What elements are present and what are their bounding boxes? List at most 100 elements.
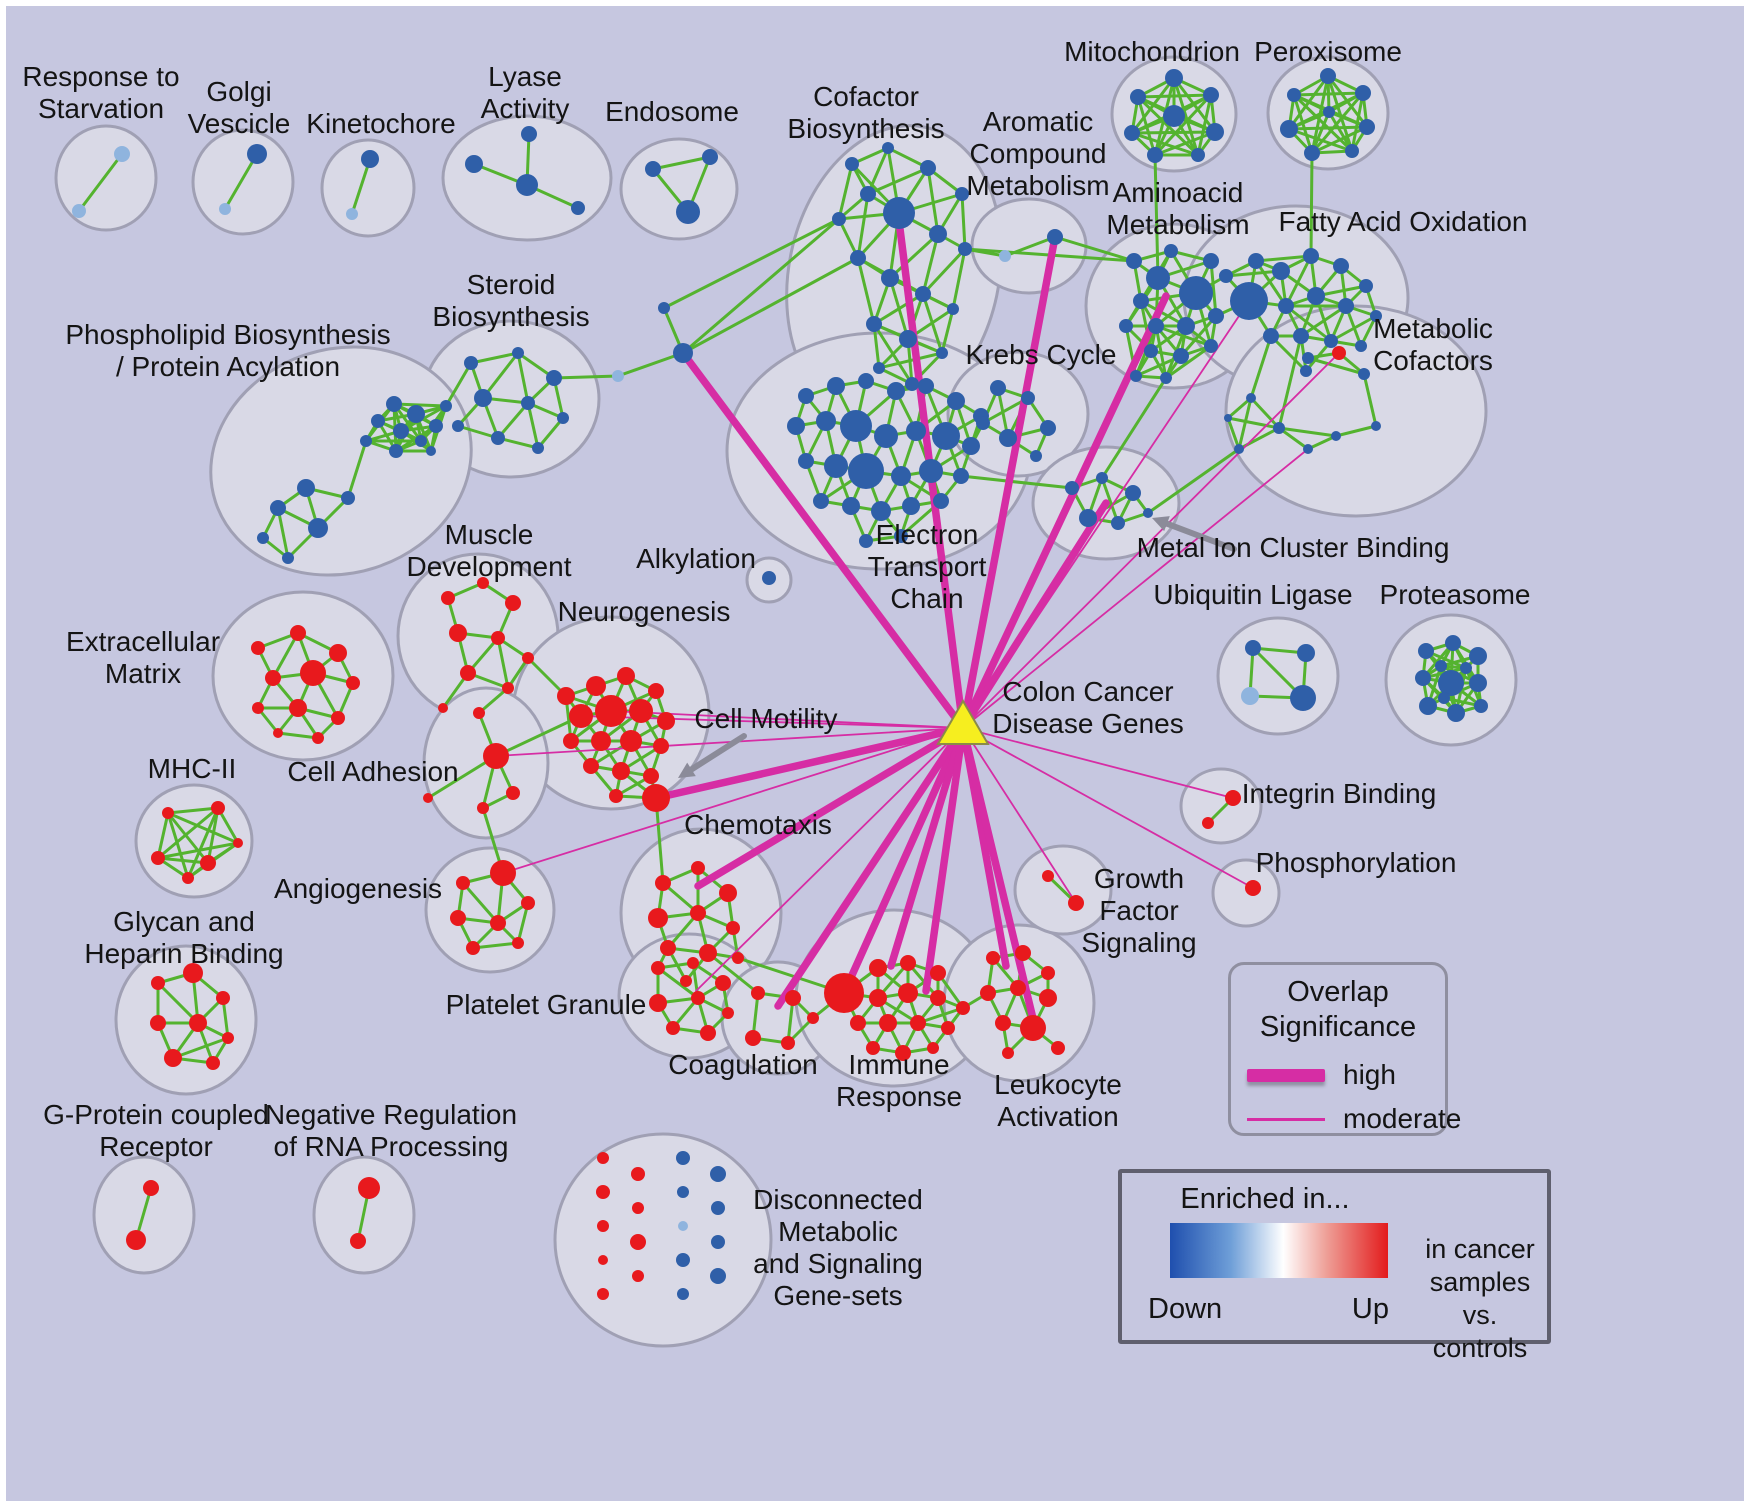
significance-edge-moderate [962, 727, 1234, 799]
gene-set-node [426, 446, 436, 456]
cluster-label-disconnected-gene-sets: Metabolic [778, 1216, 898, 1247]
gene-set-node [586, 676, 606, 696]
overlap-edge [156, 981, 200, 1025]
overlap-edge [1362, 372, 1378, 428]
gene-set-node [438, 703, 448, 713]
gene-set-node [848, 453, 884, 489]
gene-set-node [655, 875, 671, 891]
annotation-label-cell-motility: Cell Motility [694, 703, 837, 734]
overlap-edge [1277, 426, 1338, 438]
gene-set-node [710, 1268, 726, 1284]
gene-set-node [1245, 880, 1261, 896]
hub-label: Disease Genes [992, 708, 1183, 739]
gene-set-node [900, 955, 916, 971]
significance-edge-moderate [695, 727, 964, 992]
overlap-edge [166, 811, 190, 880]
cluster-label-response-to-starvation: Starvation [38, 93, 164, 124]
gene-set-node [456, 876, 470, 890]
gene-set-node [905, 377, 919, 391]
gene-set-node [491, 431, 505, 445]
gene-set-node [947, 303, 959, 315]
gene-set-node [999, 429, 1017, 447]
cluster-ellipse-response-to-starvation [54, 124, 158, 232]
gene-set-node [642, 784, 670, 812]
gene-set-node [1030, 450, 1042, 462]
gene-set-node [999, 250, 1011, 262]
overlap-edge [856, 256, 876, 326]
cluster-label-aromatic-compound-metabolism: Metabolism [966, 170, 1109, 201]
overlap-edge [856, 192, 870, 260]
enrichment-down-label: Down [1148, 1293, 1223, 1325]
gene-set-node [1438, 670, 1464, 696]
overlap-edge [1334, 424, 1378, 438]
gene-set-node [1302, 352, 1314, 364]
overlap-edge [1224, 269, 1283, 278]
overlap-edge [959, 474, 1074, 490]
gene-set-node [898, 983, 918, 1003]
overlap-edge [186, 806, 220, 880]
cluster-label-glycan-heparin-binding: Glycan and [113, 906, 255, 937]
gene-set-node [1415, 670, 1431, 686]
gene-set-node [894, 529, 908, 543]
gene-set-node [222, 1032, 234, 1044]
overlap-edge [392, 402, 448, 408]
overlap-edge [166, 811, 240, 845]
gene-set-node [632, 1202, 644, 1214]
gene-set-node [1320, 68, 1336, 84]
gene-set-node [350, 1233, 366, 1249]
gene-set-node [691, 991, 705, 1005]
gene-set-node [936, 347, 948, 359]
gene-set-node [1331, 431, 1341, 441]
gene-set-node [1307, 287, 1325, 305]
side-note-line1: in cancer [1425, 1234, 1535, 1264]
gene-set-node [1333, 258, 1349, 274]
gene-set-node [1445, 635, 1461, 651]
cluster-label-aminoacid-metabolism: Aminoacid [1113, 177, 1244, 208]
significance-edge-moderate [962, 352, 1340, 729]
gene-set-node [1143, 508, 1153, 518]
gene-set-node [423, 793, 433, 803]
gene-set-node [1165, 69, 1183, 87]
gene-set-node [393, 423, 409, 439]
overlap-edge [866, 146, 890, 196]
gene-set-node [715, 975, 731, 991]
gene-set-node [883, 197, 915, 229]
gene-set-node [1234, 444, 1244, 454]
nodes-layer [72, 68, 1488, 1300]
gene-set-node [1039, 989, 1057, 1007]
gene-set-node [557, 412, 569, 424]
gene-set-node [612, 370, 624, 382]
gene-set-node [1068, 895, 1084, 911]
overlap-edge [1172, 76, 1200, 157]
gene-set-node [450, 910, 466, 926]
cluster-label-g-protein-coupled-receptor: Receptor [99, 1131, 213, 1162]
overlap-edge [1136, 93, 1213, 99]
gene-set-node [891, 466, 911, 486]
cluster-ellipse-endosome [619, 137, 739, 241]
significance-edge-high [959, 233, 1059, 732]
gene-set-node [609, 789, 623, 803]
overlap-edge [166, 806, 220, 815]
gene-set-node [583, 758, 599, 774]
gene-set-node [1203, 253, 1219, 269]
cluster-label-lyase-activity: Lyase [488, 61, 562, 92]
overlap-edge [156, 856, 210, 865]
gene-set-node [358, 1177, 380, 1199]
gene-set-node [813, 493, 829, 509]
gene-set-node [429, 419, 443, 433]
overlap-edge [877, 351, 944, 370]
overlap-edge [496, 401, 530, 440]
gene-set-node [660, 940, 676, 956]
gene-set-node [1469, 674, 1487, 692]
gene-set-node [645, 161, 661, 177]
overlap-edge [481, 351, 520, 400]
gene-set-node [1303, 248, 1319, 264]
enrichment-gradient-bar [1170, 1223, 1388, 1278]
gene-set-node [407, 405, 425, 423]
gene-set-node [1079, 509, 1097, 527]
gene-set-node [781, 1036, 795, 1050]
gene-set-node [785, 990, 801, 1006]
gene-set-node [1324, 334, 1338, 348]
gene-set-node [270, 500, 286, 516]
overlap-edge [536, 416, 565, 450]
